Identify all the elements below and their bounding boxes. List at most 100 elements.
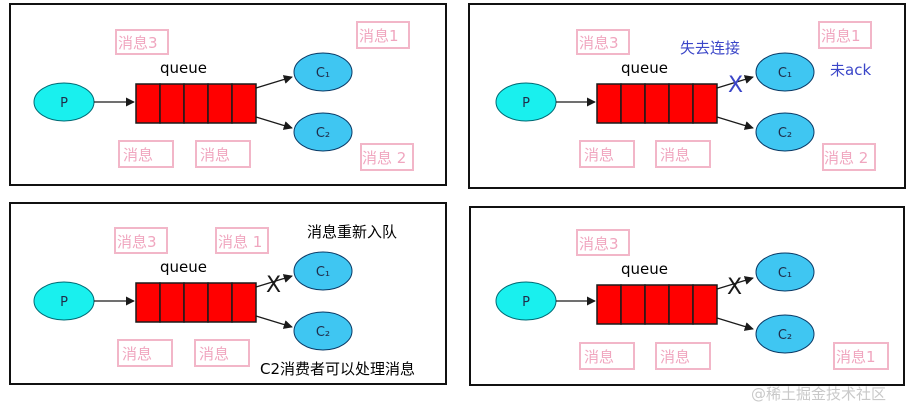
panel-3-queue [135,282,257,323]
panel-4-consumer-2-node [755,314,815,354]
panel-3-queue-cell [183,282,209,323]
panel-1-queue-cell [207,83,233,124]
panel-1-queue-label: queue [160,59,207,77]
panel-1-queue-cell [159,83,185,124]
panel-4-tag-msg-b-text: 消息 [660,348,690,366]
panel-2-queue-cell [692,83,718,124]
panel-2-not-ack-note: 未ack [830,61,871,79]
panel-3-queue-cell [231,282,257,323]
panel-1: 消息3 消息1 queue P C₁ C₂ 消息 消息 消息 2 [9,3,447,186]
panel-1-tag-msg3 [115,29,169,55]
panel-2-consumer-1-label: C₁ [778,66,792,81]
panel-4-tag-msg1 [833,342,889,370]
panel-3-broken-link-cross: X [266,273,281,298]
panel-1-tag-msg-b [195,140,251,168]
panel-3-edge-queue-c1 [255,274,293,288]
panel-4-producer-label: P [522,295,530,310]
panel-3-consumer-2-label: C₂ [316,325,330,340]
panel-3-tag-msg-a [117,339,173,367]
panel-3-queue-cell [135,282,161,323]
panel-3-requeue-note: 消息重新入队 [307,223,397,241]
panel-4-queue-cell [692,284,718,325]
panel-2-producer-label: P [522,96,530,111]
panel-1-edge-queue-c2 [255,116,293,130]
panel-3-tag-msg3 [114,227,168,254]
panel-4-queue-cell [644,284,670,325]
panel-2-tag-msg-a [579,140,635,168]
panel-1-tag-msg1 [356,21,410,49]
panel-1-tag-msg-a [118,140,174,168]
panel-4: 消息3 queue P X C₁ C₂ 消息 消息 消息1 [469,206,905,386]
panel-2-consumer-1-node [755,52,815,92]
panel-3-queue-cell [207,282,233,323]
panel-4-queue-cell [668,284,694,325]
panel-3-queue-label: queue [160,258,207,276]
panel-2-tag-msg1-text: 消息1 [821,27,861,45]
panel-3-tag-msg1 [215,227,269,254]
panel-3-tag-msg3-text: 消息3 [117,233,157,251]
panel-1-queue [135,83,257,124]
watermark: @稀土掘金技术社区 [751,385,886,403]
panel-1-consumer-2-label: C₂ [316,126,330,141]
panel-1-consumer-1-label: C₁ [316,66,330,81]
panel-2-tag-msg1 [818,21,872,49]
panel-1-edge-queue-c1 [255,75,293,89]
panel-4-queue [596,284,718,325]
panel-2-tag-msg2-text: 消息 2 [824,149,868,167]
panel-4-queue-cell [620,284,646,325]
panel-4-tag-msg3 [576,229,630,256]
panel-4-tag-msg-a [579,342,635,370]
panel-1-producer-label: P [60,96,68,111]
panel-2-broken-link-cross: X [728,73,743,98]
panel-1-queue-cell [135,83,161,124]
panel-2-lost-connection-note: 失去连接 [680,39,740,57]
panel-2-edge-queue-c1 [716,75,754,89]
panel-2-queue [596,83,718,124]
panel-3-tag-msg-a-text: 消息 [122,345,152,363]
panel-4-queue-label: queue [621,260,668,278]
panel-3-c2-can-process-note: C2消费者可以处理消息 [260,360,415,378]
panel-3-tag-msg1-text: 消息 1 [218,233,262,251]
panel-3-producer-label: P [60,295,68,310]
panel-4-tag-msg3-text: 消息3 [579,235,619,253]
panel-4-queue-cell [596,284,622,325]
panel-2-tag-msg2 [822,143,876,171]
panel-1-tag-msg3-text: 消息3 [118,34,158,52]
panel-2-tag-msg-b [655,140,711,168]
panel-4-consumer-1-node [755,252,815,292]
panel-3: 消息3 消息 1 消息重新入队 queue P X C₁ C₂ 消息 消息 C2… [9,202,447,385]
panel-2-consumer-2-node [755,112,815,152]
panel-4-tag-msg-b [655,342,711,370]
panel-1-tag-msg-b-text: 消息 [200,146,230,164]
panel-2: 消息3 消息1 失去连接 未ack queue P X C₁ C₂ 消息 消息 … [468,3,906,189]
panel-4-edge-queue-c1 [716,276,754,290]
panel-2-tag-msg-b-text: 消息 [660,146,690,164]
panel-1-consumer-1-node [293,52,353,92]
panel-2-queue-cell [596,83,622,124]
panel-3-consumer-1-label: C₁ [316,265,330,280]
panel-2-tag-msg3 [576,29,630,55]
panel-1-queue-cell [231,83,257,124]
panel-4-tag-msg1-text: 消息1 [836,348,876,366]
panel-2-queue-label: queue [621,59,668,77]
panel-2-tag-msg3-text: 消息3 [579,34,619,52]
panel-3-tag-msg-b [194,339,250,367]
panel-2-consumer-2-label: C₂ [778,126,792,141]
panel-3-queue-cell [159,282,185,323]
panel-2-queue-cell [644,83,670,124]
panel-4-tag-msg-a-text: 消息 [584,348,614,366]
panel-4-consumer-2-label: C₂ [778,328,792,343]
panel-1-tag-msg2-text: 消息 2 [362,149,406,167]
panel-4-edge-queue-c2 [716,317,754,331]
panel-3-tag-msg-b-text: 消息 [199,345,229,363]
panel-4-consumer-1-label: C₁ [778,266,792,281]
panel-1-tag-msg-a-text: 消息 [123,146,153,164]
panel-1-consumer-2-node [293,112,353,152]
panel-2-queue-cell [668,83,694,124]
panel-2-edge-queue-c2 [716,116,754,130]
panel-3-consumer-1-node [293,251,353,291]
panel-3-edge-queue-c2 [255,315,293,329]
panel-2-queue-cell [620,83,646,124]
panel-1-tag-msg1-text: 消息1 [359,27,399,45]
